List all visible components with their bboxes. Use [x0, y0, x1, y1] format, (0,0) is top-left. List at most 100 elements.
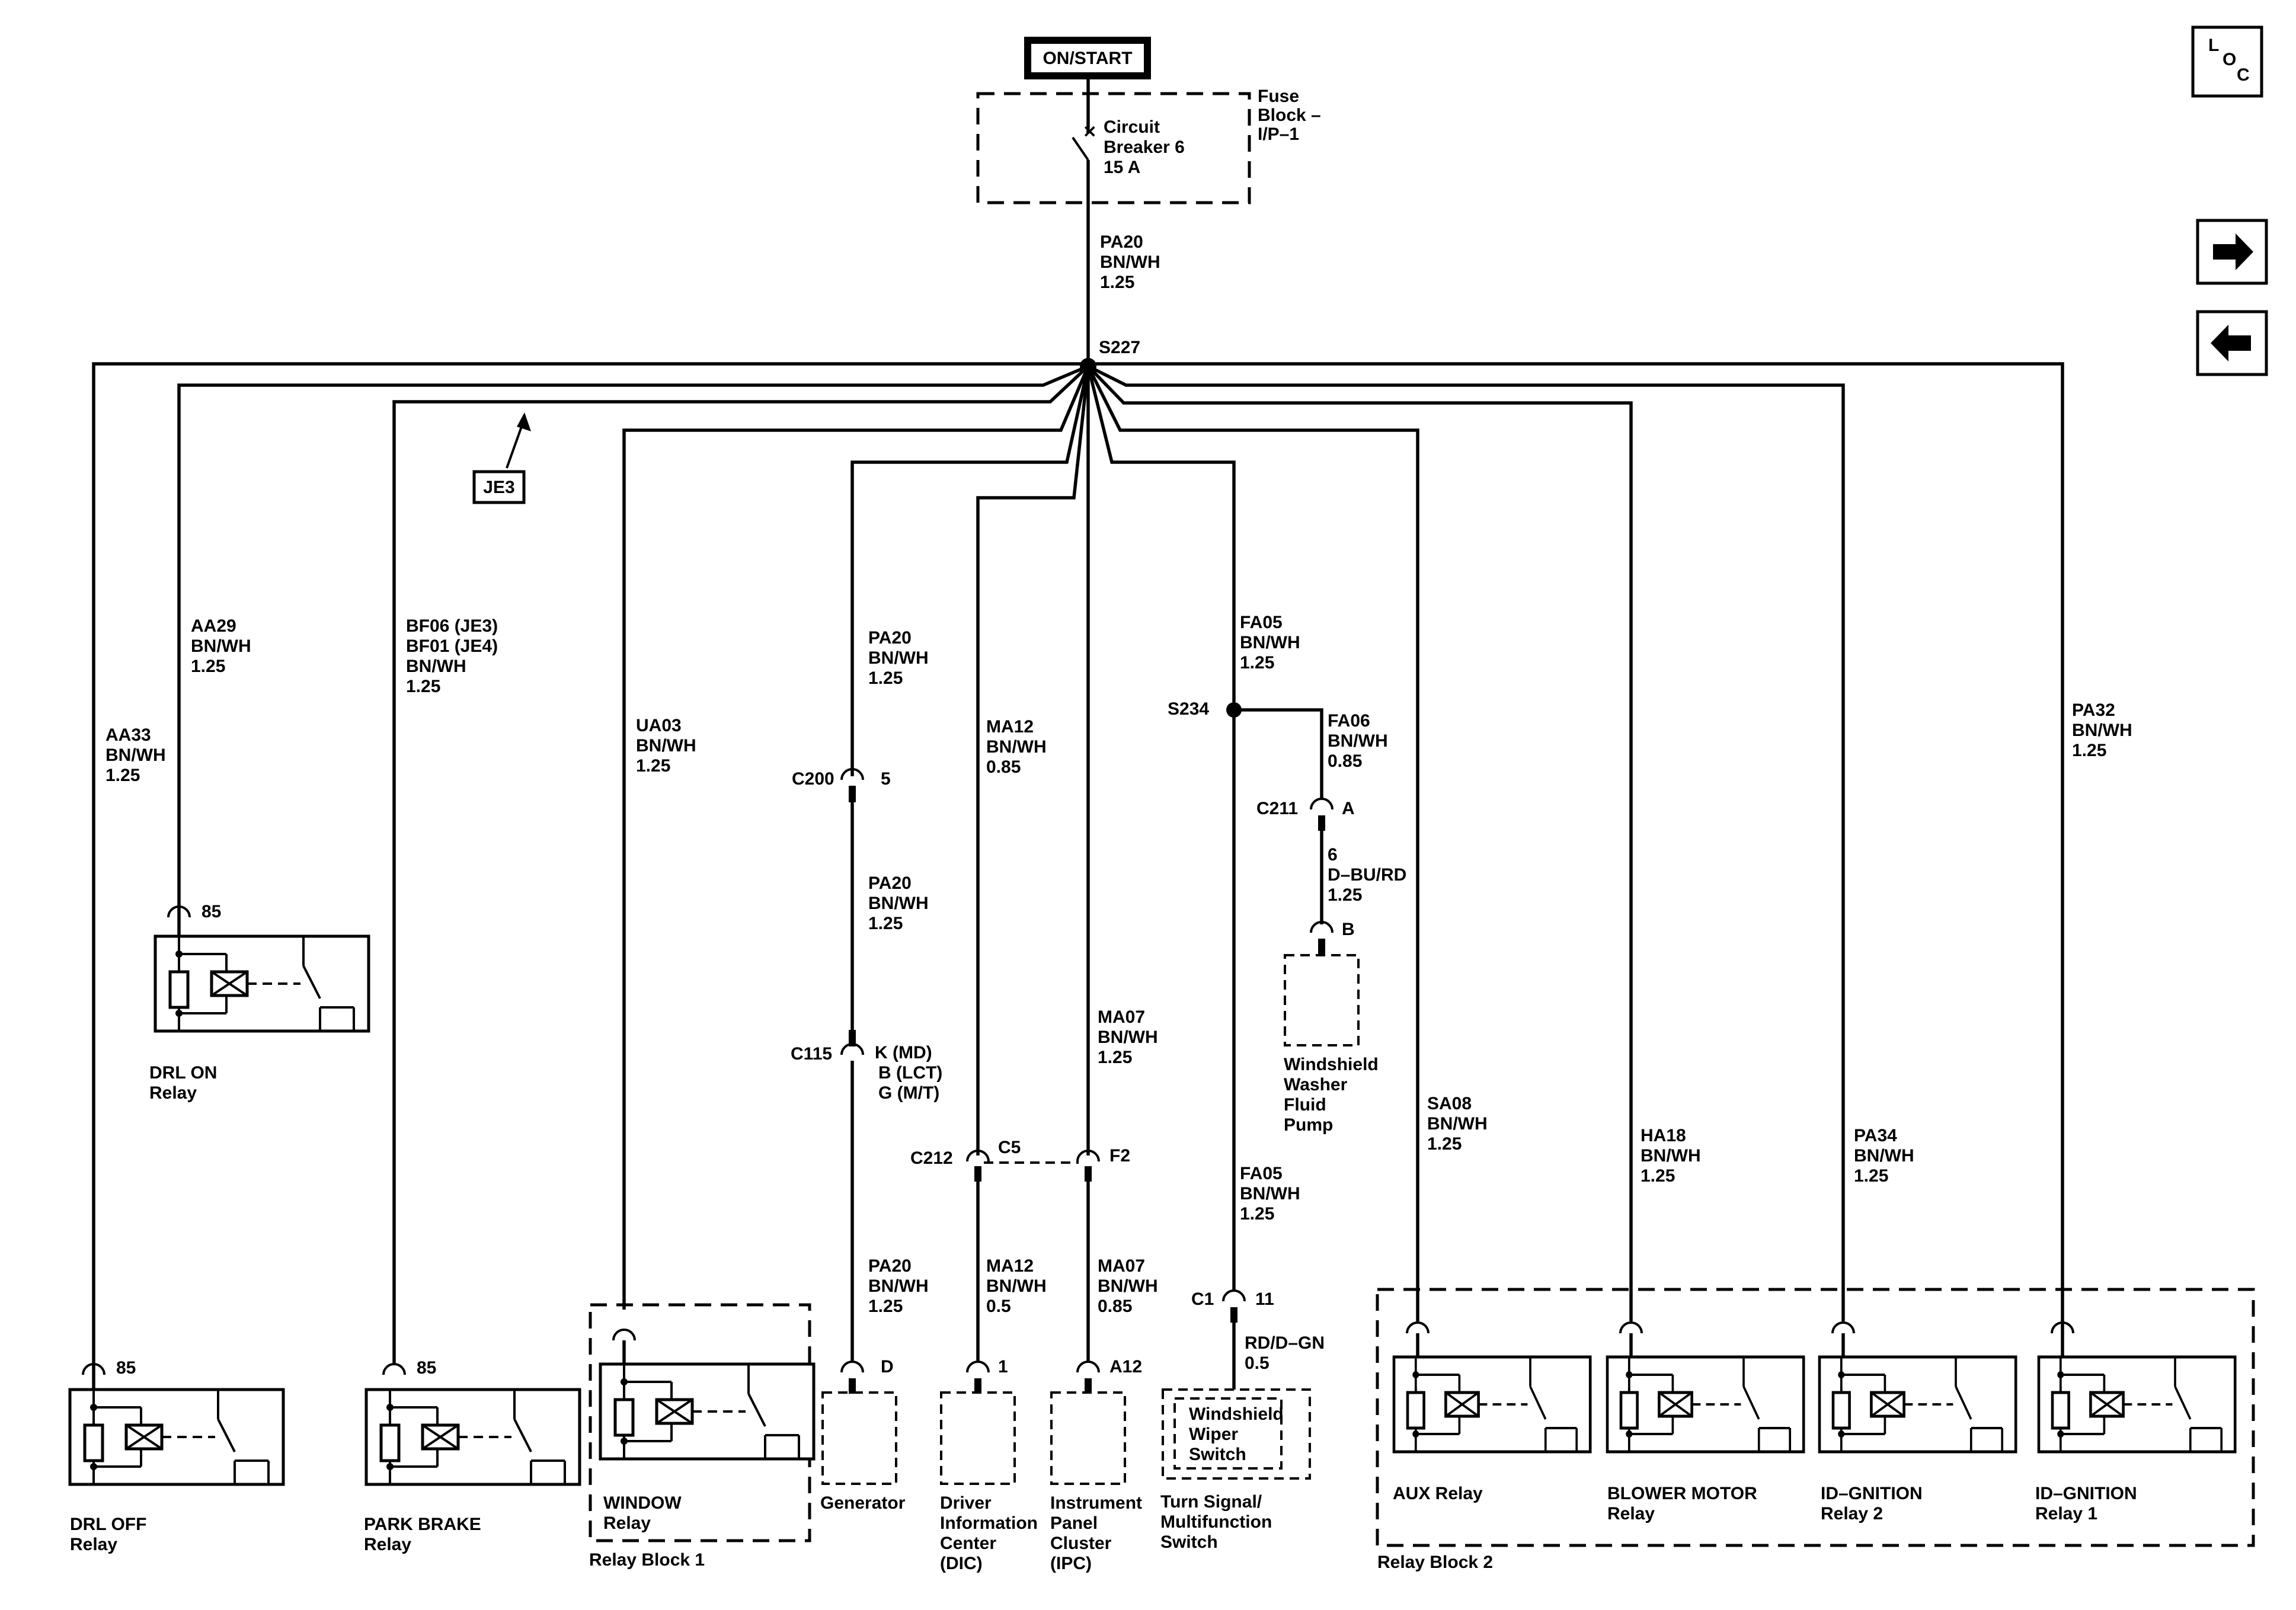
svg-text:0.85: 0.85	[986, 757, 1021, 777]
svg-text:Relay: Relay	[149, 1083, 197, 1103]
washer-connector	[1310, 921, 1334, 933]
svg-text:DRL ON: DRL ON	[149, 1063, 217, 1083]
c211-connector	[1310, 798, 1334, 810]
svg-text:PA20: PA20	[868, 873, 912, 893]
svg-text:1.25: 1.25	[868, 668, 903, 688]
svg-text:MA12: MA12	[986, 717, 1034, 737]
svg-text:Multifunction: Multifunction	[1160, 1512, 1272, 1532]
c200-connector	[840, 768, 864, 780]
svg-text:C212: C212	[910, 1148, 953, 1168]
turn-signal-branch: FA05 BN/WH 1.25 S234 FA05 BN/WH 1.25 C1 …	[1160, 613, 1325, 1552]
svg-text:BF01 (JE4): BF01 (JE4)	[406, 636, 498, 656]
ipc-branch: MA07 BN/WH 1.25 F2 MA07 BN/WH 0.85 A12 I…	[1050, 1007, 1158, 1573]
svg-text:1.25: 1.25	[868, 914, 903, 933]
svg-text:BN/WH: BN/WH	[105, 745, 166, 765]
dic-component	[940, 1391, 1016, 1485]
arrow-left-icon[interactable]	[2196, 310, 2268, 376]
svg-text:1.25: 1.25	[1328, 885, 1362, 905]
svg-text:Relay: Relay	[603, 1513, 651, 1533]
svg-text:0.85: 0.85	[1328, 751, 1362, 771]
park-brake-relay	[366, 1390, 580, 1484]
svg-text:C5: C5	[998, 1138, 1021, 1157]
drl-off-branch: AA33 BN/WH 1.25 85 DRL OFF Relay	[70, 725, 283, 1554]
svg-text:K (MD): K (MD)	[875, 1043, 932, 1062]
svg-text:D: D	[881, 1357, 894, 1377]
svg-text:5: 5	[881, 769, 891, 789]
svg-text:Circuit: Circuit	[1104, 117, 1160, 137]
svg-text:D–BU/RD: D–BU/RD	[1328, 865, 1406, 885]
drl-on-branch: AA29 BN/WH 1.25 85 DRL ON Relay	[149, 616, 369, 1103]
svg-text:11: 11	[1255, 1289, 1274, 1309]
loc-icon[interactable]: L O C	[2191, 25, 2263, 98]
svg-text:1.25: 1.25	[868, 1297, 903, 1316]
svg-text:Panel: Panel	[1050, 1513, 1098, 1533]
svg-text:BN/WH: BN/WH	[1240, 633, 1300, 652]
svg-text:HA18: HA18	[1641, 1126, 1686, 1145]
branch-wires	[92, 362, 2064, 1387]
svg-text:G (M/T): G (M/T)	[878, 1083, 939, 1103]
svg-text:0.5: 0.5	[1245, 1353, 1269, 1373]
svg-text:Switch: Switch	[1189, 1445, 1246, 1464]
svg-text:85: 85	[417, 1358, 436, 1378]
wiper-switch-component	[1173, 1397, 1283, 1470]
ign1-relay-branch: PA32 BN/WH 1.25 ID–GNITION Relay 1	[2035, 700, 2235, 1523]
svg-text:Relay Block 1: Relay Block 1	[589, 1550, 705, 1570]
svg-text:PA20: PA20	[868, 628, 912, 648]
svg-text:UA03: UA03	[636, 716, 682, 735]
svg-text:Generator: Generator	[820, 1493, 906, 1513]
c212-connector	[966, 1150, 990, 1162]
svg-text:6: 6	[1328, 845, 1338, 865]
svg-text:JE3: JE3	[483, 478, 514, 497]
svg-text:Windshield: Windshield	[1284, 1055, 1379, 1074]
on-start-label: ON/START	[1024, 37, 1151, 79]
svg-text:BN/WH: BN/WH	[2072, 721, 2132, 740]
svg-text:BN/WH: BN/WH	[1641, 1146, 1701, 1166]
svg-text:Driver: Driver	[940, 1493, 992, 1513]
splice-s227-label: S227	[1099, 338, 1140, 357]
circuit-breaker-6: ✕ Circuit Breaker 6 15 A	[1072, 79, 1185, 364]
park-brake-branch: BF06 (JE3) BF01 (JE4) BN/WH 1.25 85 PARK…	[364, 616, 580, 1554]
svg-text:S234: S234	[1168, 699, 1209, 719]
blower-relay-branch: HA18 BN/WH 1.25 BLOWER MOTOR Relay	[1607, 1126, 1803, 1523]
svg-text:1.25: 1.25	[2072, 741, 2106, 760]
svg-text:PARK BRAKE: PARK BRAKE	[364, 1515, 481, 1534]
svg-text:0.85: 0.85	[1098, 1297, 1132, 1316]
svg-text:BN/WH: BN/WH	[1854, 1146, 1914, 1166]
svg-text:PA34: PA34	[1854, 1126, 1897, 1145]
svg-text:Relay: Relay	[70, 1535, 117, 1554]
je3-reference-tag: JE3	[472, 412, 531, 504]
drl-off-relay	[70, 1390, 283, 1484]
svg-text:1.25: 1.25	[191, 657, 225, 676]
svg-text:PA32: PA32	[2072, 700, 2115, 720]
ipc-component	[1050, 1391, 1126, 1485]
svg-text:BN/WH: BN/WH	[868, 1276, 929, 1296]
svg-text:BN/WH: BN/WH	[1098, 1028, 1158, 1047]
svg-text:1.25: 1.25	[1240, 1204, 1274, 1224]
ipc-f2-connector	[1076, 1150, 1100, 1162]
svg-text:FA06: FA06	[1328, 711, 1370, 731]
svg-text:Windshield: Windshield	[1189, 1404, 1284, 1424]
svg-text:Fluid: Fluid	[1284, 1095, 1326, 1115]
svg-text:Information: Information	[940, 1513, 1038, 1533]
window-relay	[600, 1364, 814, 1459]
drl-off-connector	[82, 1363, 105, 1375]
c115-connector	[840, 1043, 864, 1055]
generator-component	[821, 1391, 897, 1485]
svg-text:AA29: AA29	[191, 616, 236, 636]
ipc-connector	[1076, 1361, 1100, 1373]
washer-pump-component	[1284, 954, 1360, 1046]
svg-text:BN/WH: BN/WH	[1240, 1184, 1300, 1204]
ignition-relay-1	[2039, 1357, 2235, 1452]
feed-wire-label: PA20 BN/WH 1.25	[1100, 232, 1160, 292]
svg-text:O: O	[2223, 50, 2236, 69]
window-connector	[612, 1329, 636, 1341]
svg-text:L: L	[2208, 36, 2219, 55]
window-relay-branch: UA03 BN/WH 1.25 WINDOW Relay Relay Block…	[589, 716, 814, 1570]
svg-text:BLOWER MOTOR: BLOWER MOTOR	[1607, 1484, 1757, 1503]
svg-text:BN/WH: BN/WH	[986, 1276, 1047, 1296]
dic-branch: MA12 BN/WH 0.85 C212 C5 MA12 BN/WH 0.5 1…	[910, 717, 1079, 1573]
relay-block-2-label: Relay Block 2	[1377, 1553, 1493, 1572]
svg-text:I/P–1: I/P–1	[1258, 124, 1299, 144]
arrow-right-icon[interactable]	[2196, 219, 2268, 285]
